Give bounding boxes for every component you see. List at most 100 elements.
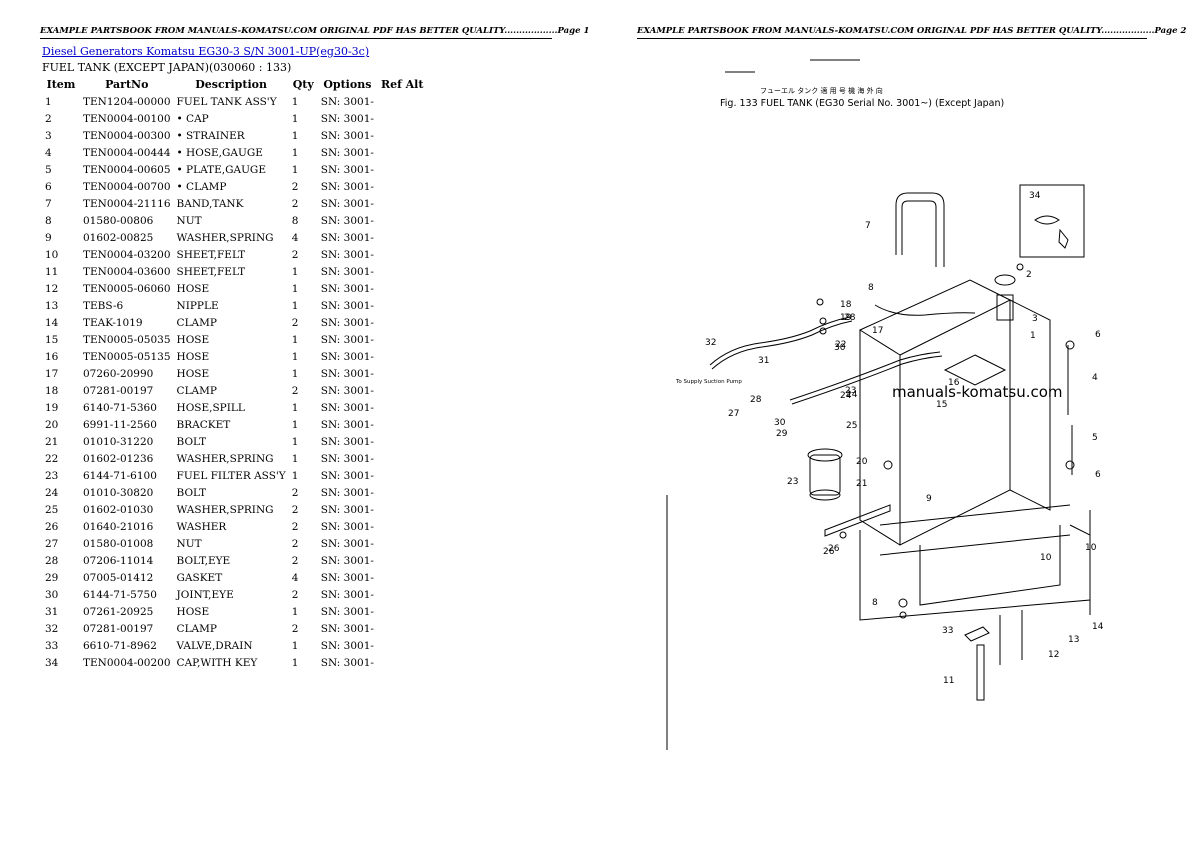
item-cell: 32	[45, 622, 59, 635]
options-cell: SN: 3001-	[320, 605, 374, 618]
refalt-cell	[377, 382, 428, 399]
partno-cell: TEN0004-03600	[83, 265, 171, 278]
refalt-cell	[377, 535, 428, 552]
description-cell: HOSE	[176, 367, 210, 380]
description-cell: CLAMP	[176, 384, 217, 397]
callout-label: 8	[872, 598, 878, 608]
description-cell: BOLT,EYE	[176, 554, 231, 567]
options-cell: SN: 3001-	[320, 452, 374, 465]
qty-cell: 1	[291, 367, 299, 380]
breadcrumb-link[interactable]: Diesel Generators Komatsu EG30-3 S/N 300…	[42, 45, 370, 58]
partno-cell: TEN0004-00100	[83, 112, 171, 125]
options-cell: SN: 3001-	[320, 350, 374, 363]
item-cell: 25	[45, 503, 59, 516]
options-cell: SN: 3001-	[320, 197, 374, 210]
qty-cell: 8	[291, 214, 299, 227]
item-cell: 9	[45, 231, 52, 244]
item-cell: 2	[45, 112, 52, 125]
partno-cell: 01010-31220	[83, 435, 154, 448]
options-cell: SN: 3001-	[320, 571, 374, 584]
qty-cell: 1	[291, 469, 299, 482]
partno-cell: TEN0005-06060	[83, 282, 171, 295]
item-cell: 16	[45, 350, 59, 363]
refalt-cell	[377, 603, 428, 620]
col-qty: Qty	[292, 77, 314, 91]
options-cell: SN: 3001-	[320, 231, 374, 244]
refalt-cell	[377, 620, 428, 637]
partno-cell: 07260-20990	[83, 367, 154, 380]
options-cell: SN: 3001-	[320, 299, 374, 312]
refalt-cell	[377, 348, 428, 365]
callout-label: 29	[776, 429, 788, 439]
item-cell: 29	[45, 571, 59, 584]
refalt-cell	[377, 246, 428, 263]
refalt-cell	[377, 433, 428, 450]
item-cell: 20	[45, 418, 59, 431]
item-cell: 10	[45, 248, 59, 261]
partno-cell: 07206-11014	[83, 554, 154, 567]
refalt-cell	[377, 161, 428, 178]
callout-label: 17	[872, 326, 883, 336]
description-cell: FUEL FILTER ASS'Y	[176, 469, 286, 482]
callout-label: 6	[1095, 330, 1101, 340]
callout-label: 26	[823, 547, 835, 557]
options-cell: SN: 3001-	[320, 554, 374, 567]
qty-cell: 2	[291, 248, 299, 261]
options-cell: SN: 3001-	[320, 129, 374, 142]
partno-cell: TEAK-1019	[83, 316, 143, 329]
item-cell: 1	[45, 95, 52, 108]
description-cell: WASHER,SPRING	[176, 231, 274, 244]
page-header-right: EXAMPLE PARTSBOOK FROM MANUALS-KOMATSU.C…	[637, 26, 1186, 39]
callout-label: 32	[705, 338, 716, 348]
qty-cell: 1	[291, 656, 299, 669]
qty-cell: 1	[291, 146, 299, 159]
options-cell: SN: 3001-	[320, 401, 374, 414]
item-cell: 11	[45, 265, 59, 278]
col-refalt: Ref Alt	[380, 77, 424, 91]
item-cell: 23	[45, 469, 59, 482]
col-description: Description	[195, 77, 267, 91]
item-cell: 19	[45, 401, 59, 414]
callout-label: 24	[840, 391, 852, 401]
refalt-cell	[377, 637, 428, 654]
diagram-pump-note: To Supply Suction Pump	[675, 379, 742, 385]
col-partno: PartNo	[105, 77, 149, 91]
callout-label: 12	[1048, 650, 1059, 660]
item-cell: 30	[45, 588, 59, 601]
partno-cell: 07281-00197	[83, 384, 154, 397]
qty-cell: 2	[291, 537, 299, 550]
diagram-kana-line: フューエル タンク 適 用 号 機 海 外 向	[760, 86, 883, 95]
callout-label: 30	[834, 343, 846, 353]
callout-label: 2	[1026, 270, 1032, 280]
item-cell: 13	[45, 299, 59, 312]
qty-cell: 1	[291, 401, 299, 414]
options-cell: SN: 3001-	[320, 435, 374, 448]
callout-label: 18	[840, 300, 852, 310]
options-cell: SN: 3001-	[320, 282, 374, 295]
col-options: Options	[323, 77, 372, 91]
refalt-cell	[377, 518, 428, 535]
qty-cell: 1	[291, 129, 299, 142]
item-cell: 8	[45, 214, 52, 227]
options-cell: SN: 3001-	[320, 486, 374, 499]
qty-cell: 1	[291, 605, 299, 618]
item-cell: 12	[45, 282, 59, 295]
refalt-cell	[377, 552, 428, 569]
callout-label: 28	[750, 395, 762, 405]
diagram-fig-title: Fig. 133 FUEL TANK (EG30 Serial No. 3001…	[720, 98, 1004, 109]
callout-label: 1	[1030, 331, 1036, 341]
parts-table-header: Item PartNo Description Qty Options Ref …	[42, 76, 427, 93]
options-cell: SN: 3001-	[320, 656, 374, 669]
description-cell: BOLT	[176, 486, 207, 499]
qty-cell: 2	[291, 622, 299, 635]
refalt-cell	[377, 467, 428, 484]
